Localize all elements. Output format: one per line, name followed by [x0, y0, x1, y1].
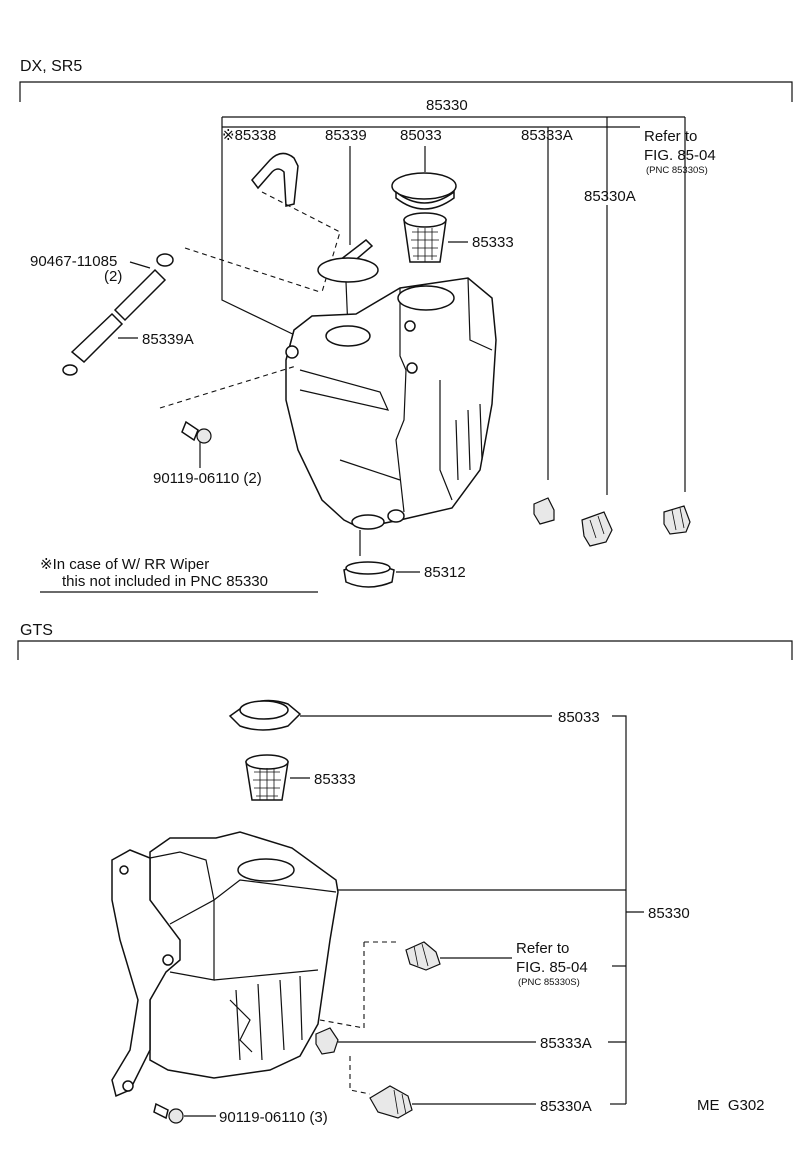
- label-bolt-dx: 90119-06110 (2): [153, 470, 262, 487]
- tank-filler-neck-gts: [237, 858, 295, 882]
- gts-tree-spine: [612, 715, 627, 1104]
- label-85333-dx: 85333: [472, 234, 514, 251]
- tank-bottom-outlet: [351, 514, 385, 530]
- section-dx: DX, SR5 85330 ※85338 85339 85033 85333A …: [19, 58, 793, 593]
- label-90467-11085: 90467-11085: [30, 253, 117, 270]
- label-85330A-gts: 85330A: [540, 1098, 592, 1115]
- label-85330A-dx: 85330A: [584, 188, 636, 205]
- clip-lower: [62, 364, 78, 376]
- label-85338: ※85338: [222, 127, 276, 144]
- bolt-shank-dx: [181, 420, 199, 442]
- tank-bracket-hole-3: [119, 865, 129, 875]
- bolt-head-gts: [168, 1108, 184, 1124]
- label-85339: 85339: [325, 127, 367, 144]
- tank-small-hole: [404, 320, 416, 332]
- label-85033-gts: 85033: [558, 709, 600, 726]
- label-85330-gts: 85330: [648, 905, 690, 922]
- grommet-85330A-gts: [369, 1085, 413, 1119]
- strainer-85333-gts-top: [245, 754, 289, 770]
- hose-85339A-upper: [113, 268, 167, 322]
- label-bolt-gts: 90119-06110 (3): [219, 1109, 328, 1126]
- leader-clip: [129, 261, 151, 269]
- section-bracket-dx: [19, 81, 793, 102]
- section-heading-gts: GTS: [20, 622, 53, 639]
- refer-text-dx-2: FIG. 85-04: [644, 147, 716, 164]
- hose-85339A-lower: [70, 312, 124, 364]
- grommet-refer-ridges-dx: [671, 507, 685, 531]
- refer-text-gts-3: (PNC 85330S): [518, 977, 580, 988]
- refer-text-gts-1: Refer to: [516, 940, 569, 957]
- clip-90467-11085: [156, 253, 174, 267]
- refer-text-gts-2: FIG. 85-04: [516, 959, 588, 976]
- cap-85312-top: [345, 561, 391, 575]
- tank-bracket-gts: [111, 849, 181, 1098]
- tank-bracket-hole: [162, 954, 174, 966]
- dashed-clip-path: [184, 247, 321, 293]
- cap-85033-dx-rim: [395, 190, 455, 210]
- bushing-85333A-gts: [315, 1027, 339, 1055]
- bolt-head-dx: [196, 428, 212, 444]
- section-bracket-gts: [17, 640, 793, 660]
- grommet-85330A-dx: [581, 511, 613, 547]
- tank-filler-neck-dx: [397, 285, 455, 311]
- note-line-2: this not included in PNC 85330: [62, 573, 268, 590]
- grommet-refer-dx: [663, 505, 691, 535]
- refer-text-dx-3: (PNC 85330S): [646, 165, 708, 176]
- tank-bracket-hole-2: [122, 1080, 134, 1092]
- dashed-refer-gts: [319, 942, 365, 1029]
- strainer-mesh-gts: [253, 768, 281, 800]
- label-85033-dx: 85033: [400, 127, 442, 144]
- label-85339A: 85339A: [142, 331, 194, 348]
- washer-tank-dx: [285, 277, 497, 530]
- label-clip-qty: (2): [104, 268, 122, 285]
- label-85333A-dx: 85333A: [521, 127, 573, 144]
- section-gts: GTS 85033 85333 8533: [17, 622, 793, 1126]
- label-85333A-gts: 85333A: [540, 1035, 592, 1052]
- leader-85330-to-tank: [221, 117, 306, 341]
- tank-bottom-nipple: [387, 509, 405, 523]
- grommet-85330A-gts-ridges: [393, 1089, 407, 1115]
- bushing-85333A-dx: [533, 497, 555, 525]
- cap-85033-dx: [391, 172, 457, 200]
- strainer-85333-dx-top: [403, 212, 447, 228]
- label-85330-dx: 85330: [426, 97, 468, 114]
- note-line-1: ※In case of W/ RR Wiper: [40, 556, 209, 573]
- figure-code: ME G302: [697, 1097, 765, 1114]
- tank-mount-hole-2: [406, 362, 418, 374]
- bolt-shank-gts: [153, 1102, 169, 1120]
- label-85312: 85312: [424, 564, 466, 581]
- hose-85338: [251, 152, 299, 207]
- dashed-bolt-path: [159, 365, 297, 409]
- washer-tank-gts: [111, 831, 339, 1098]
- tank-mount-hole: [285, 345, 299, 359]
- cap-85033-gts-top: [239, 700, 289, 720]
- tank-pump-hole-dx: [325, 325, 371, 347]
- strainer-mesh-dx: [411, 228, 439, 262]
- section-heading-dx: DX, SR5: [20, 58, 82, 75]
- dashed-85330A-gts: [349, 1056, 371, 1095]
- pump-flange-85339: [317, 257, 379, 283]
- label-85333-gts: 85333: [314, 771, 356, 788]
- grommet-ridges-dx: [589, 515, 605, 539]
- grommet-refer-gts-ridges: [413, 943, 429, 967]
- refer-text-dx-1: Refer to: [644, 128, 697, 145]
